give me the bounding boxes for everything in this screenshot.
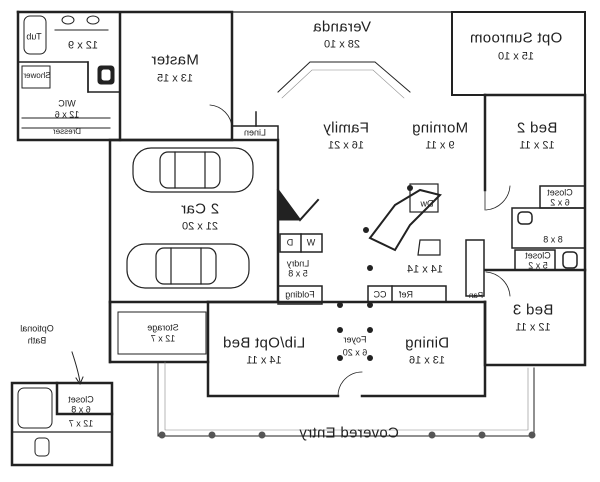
dining-label: Dining: [404, 334, 450, 352]
bed3-closet-label: Closet: [525, 250, 551, 261]
bed3-closet: [514, 249, 556, 271]
bed3-closet-dim: 5 x 2: [528, 260, 548, 271]
linen-label: Linen: [243, 127, 267, 138]
sunroom-dim: 15 x 10: [497, 50, 535, 63]
garage-label: 2 Car: [180, 200, 220, 218]
entry-label: Covered Entry: [299, 424, 399, 442]
foyer-dim: 6 x 20: [342, 347, 368, 358]
tub: [23, 15, 47, 55]
lib-dim: 14 x 11: [246, 354, 282, 367]
bed3-dim: 12 x 11: [515, 321, 551, 334]
storage-room: [117, 311, 207, 355]
folding-label: Folding: [285, 289, 315, 300]
shower-label: Shower: [23, 71, 51, 80]
ref-label: Ref: [398, 289, 414, 300]
sunroom-label: Opt Sunroom: [469, 29, 563, 47]
opt-bath-label-2: Bath: [27, 335, 47, 346]
veranda-dim: 28 x 10: [323, 38, 361, 51]
washer-label: W: [306, 237, 316, 248]
master-bath-dim: 12 x 9: [68, 39, 98, 52]
wic-dim: 12 x 6: [54, 109, 80, 120]
lib-label: Lib/Opt Bed: [222, 334, 306, 352]
optional-bath-inset: [10, 381, 114, 467]
bed2-closet-label: Closet: [547, 187, 573, 198]
columns: [337, 185, 413, 361]
porch: [157, 361, 535, 437]
laundry-dim: 5 x 8: [288, 268, 308, 279]
opt-bath-label-1: Optional: [20, 323, 54, 334]
family-label: Family: [323, 119, 369, 137]
bath2: [511, 207, 586, 249]
bed2-dim: 12 x 11: [519, 139, 555, 152]
dryer-label: D: [286, 237, 294, 248]
family-dim: 16 x 21: [327, 139, 365, 152]
storage-dim: 12 x 7: [150, 333, 176, 344]
dw-label: Dw: [420, 198, 434, 209]
foyer-label: Foyer: [343, 334, 367, 345]
bed3-label: Bed 3: [512, 301, 554, 319]
kitchen-island: [368, 183, 442, 256]
morning-label: Morning: [411, 119, 469, 137]
shower-stall: [21, 65, 51, 89]
dresser-label: Dresser: [52, 127, 82, 136]
car-bottom: [126, 243, 250, 289]
master-label: Master: [151, 51, 199, 69]
opt-closet-dim: 6 x 8: [71, 404, 91, 415]
pan-label: Pan: [468, 291, 484, 300]
bed2-closet-dim: 6 x 2: [550, 197, 570, 208]
garage-dim: 21 x 20: [181, 220, 219, 233]
kitchen-dim: 14 x 14: [406, 263, 444, 276]
car-top: [132, 147, 254, 193]
opt-bath-dim: 12 x 7: [68, 418, 94, 429]
veranda-label: Veranda: [313, 18, 371, 36]
tub-label: Tub: [26, 31, 42, 42]
bed2-label: Bed 2: [516, 119, 558, 137]
opt-closet-label: Closet: [68, 394, 94, 405]
dining-dim: 13 x 16: [408, 354, 446, 367]
wic-label: WIC: [58, 98, 76, 109]
master-dim: 13 x 15: [156, 72, 194, 85]
laundry-label: Lndry: [286, 258, 310, 269]
morning-dim: 9 x 11: [425, 139, 455, 152]
storage-label: Storage: [147, 322, 179, 333]
bath2-dim: 8 x 8: [543, 234, 563, 245]
cc-label: CC: [373, 289, 387, 300]
